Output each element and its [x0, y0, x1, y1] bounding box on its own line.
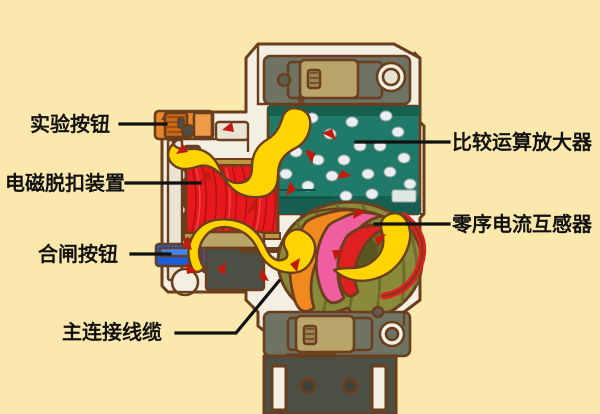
label-electromagnetic-release: 电磁脱扣装置 — [5, 171, 125, 195]
current-flow-arrows — [166, 106, 412, 283]
label-comparator-amplifier: 比较运算放大器 — [452, 130, 592, 154]
top-contact-assembly — [262, 54, 412, 113]
label-test-button: 实验按钮 — [30, 112, 110, 136]
leader-main-cable — [174, 278, 282, 335]
housing-rails-top — [256, 44, 422, 106]
bottom-base-block — [262, 354, 398, 414]
current-flow-arrowheads — [176, 122, 386, 281]
label-zero-sequence-ct: 零序电流互感器 — [452, 212, 592, 236]
trip-mechanism — [198, 230, 299, 292]
label-main-cable: 主连接线缆 — [62, 320, 162, 344]
leader-lines — [118, 122, 451, 335]
bottom-contact-assembly — [262, 305, 412, 359]
label-close-button: 合闸按钮 — [38, 242, 118, 266]
housing-edge-highlights — [161, 110, 424, 326]
